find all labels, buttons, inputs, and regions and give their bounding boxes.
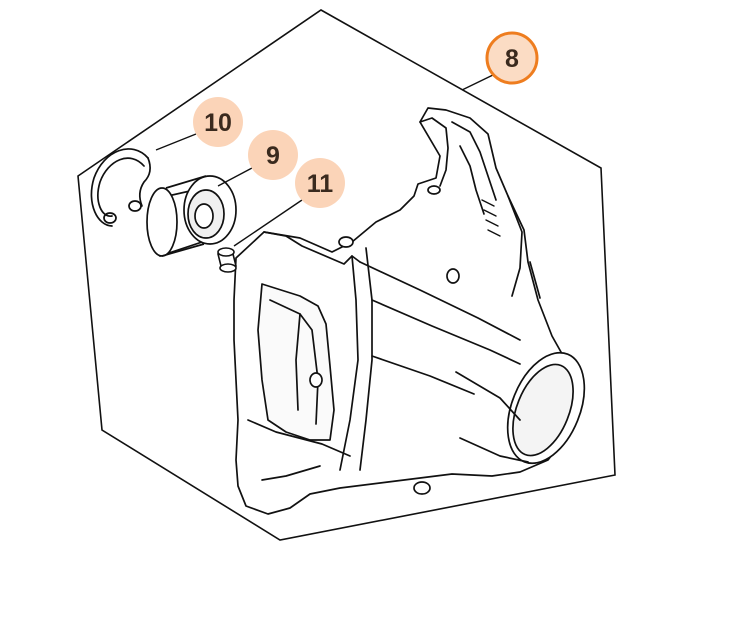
callout-8-badge bbox=[485, 31, 539, 85]
callout-11[interactable]: 11 bbox=[295, 158, 345, 208]
callout-9-label: 9 bbox=[266, 142, 280, 170]
callout-10-label: 10 bbox=[204, 109, 232, 137]
ball-bearing-icon[interactable] bbox=[146, 175, 237, 257]
callout-8[interactable]: 8 bbox=[485, 31, 539, 85]
housing-icon[interactable] bbox=[233, 107, 599, 515]
leader-11 bbox=[233, 199, 303, 247]
leader-9 bbox=[217, 167, 253, 187]
circlip-icon[interactable] bbox=[90, 148, 151, 227]
kit-outline bbox=[77, 9, 616, 541]
callout-9-badge bbox=[248, 130, 298, 180]
callout-11-badge bbox=[295, 158, 345, 208]
callout-10-badge bbox=[193, 97, 243, 147]
leader-8 bbox=[461, 73, 496, 91]
leader-10 bbox=[155, 133, 197, 151]
sleeve-icon[interactable] bbox=[217, 247, 237, 273]
leader-lines bbox=[155, 73, 496, 247]
callout-10[interactable]: 10 bbox=[193, 97, 243, 147]
callout-9[interactable]: 9 bbox=[248, 130, 298, 180]
callout-8-label: 8 bbox=[505, 45, 519, 73]
callout-11-label: 11 bbox=[307, 170, 334, 198]
